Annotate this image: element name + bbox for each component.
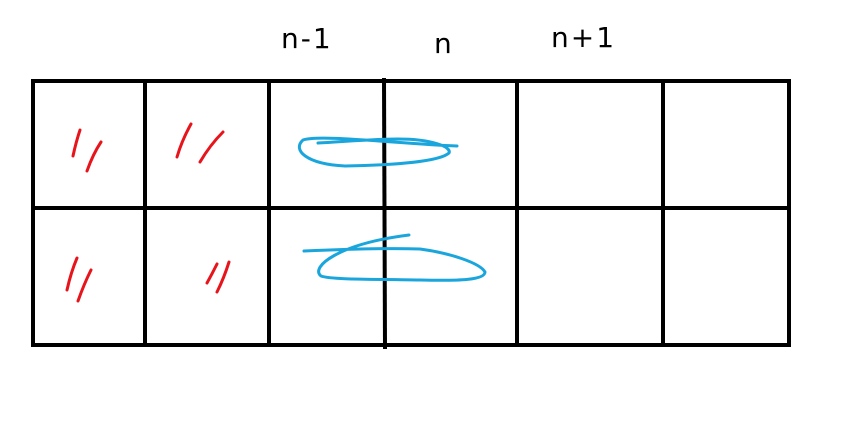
red-mark-row1-col2-b (198, 130, 225, 164)
blue-scribble-row2 (302, 233, 487, 282)
red-mark-row1-col2-a (175, 122, 193, 159)
label-n-plus-1: n+1 (551, 21, 616, 54)
label-n: n (434, 27, 454, 60)
grid (31, 77, 791, 350)
red-mark-row2-col2-a (205, 262, 219, 285)
label-n-minus-1: n-1 (281, 22, 333, 55)
red-mark-row2-col1-a (65, 256, 79, 292)
red-mark-row2-col2-b (215, 260, 231, 294)
grid-col-divider-3 (382, 77, 387, 350)
blue-scribble-row1 (297, 136, 459, 168)
grid-outer-border (31, 79, 791, 347)
red-mark-row2-col1-b (76, 268, 93, 303)
red-mark-row1-col1-a (71, 128, 82, 158)
red-mark-row1-col1-b (85, 140, 103, 173)
red-marks (65, 122, 231, 303)
blue-scribbles (297, 136, 487, 282)
